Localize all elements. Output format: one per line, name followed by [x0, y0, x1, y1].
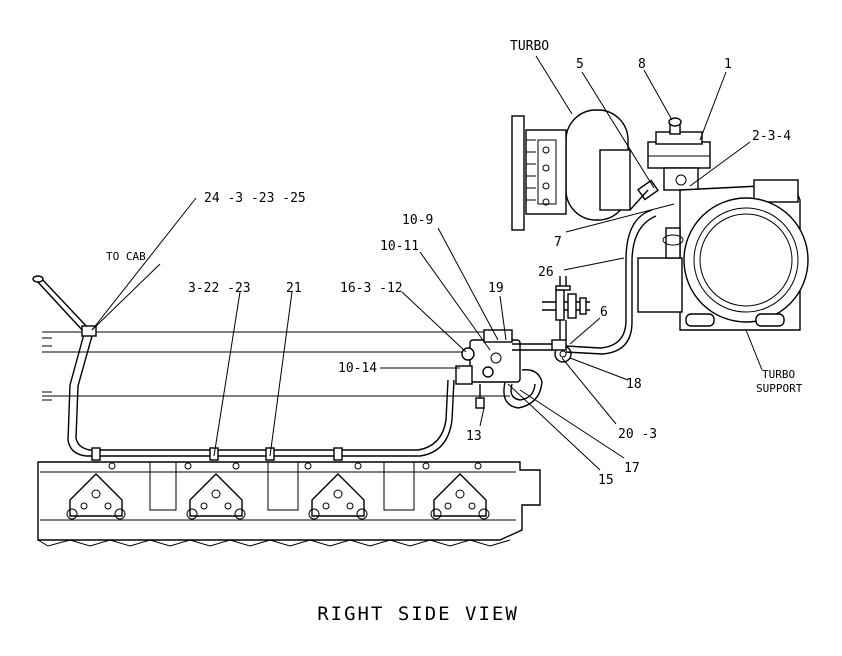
callout-8: 8: [638, 57, 646, 72]
injector-bracket-1: [66, 473, 126, 520]
callout-10-11: 10-11: [380, 239, 419, 254]
callout-18: 18: [626, 377, 642, 392]
callout-10-14: 10-14: [338, 361, 377, 376]
injector-bracket-3: [308, 473, 368, 520]
callout-2-3-4: 2-3-4: [752, 129, 791, 144]
callout-17: 17: [624, 461, 640, 476]
note-turbo-support-line2: SUPPORT: [756, 382, 803, 395]
callout-10-9: 10-9: [402, 213, 433, 228]
callout-15: 15: [598, 473, 614, 488]
callout-26: 26: [538, 265, 554, 280]
callout-20-3: 20 -3: [618, 427, 657, 442]
elbow-fitting: [551, 339, 572, 363]
callout-16-3-12: 16-3 -12: [340, 281, 403, 296]
hose-26: [565, 209, 657, 355]
turbocharger: [511, 109, 631, 231]
callout-3-22-23: 3-22 -23: [188, 281, 251, 296]
callout-21: 21: [286, 281, 302, 296]
shaft-assembly: [542, 276, 590, 340]
view-title: RIGHT SIDE VIEW: [317, 603, 519, 625]
engine-block: [37, 331, 541, 547]
callout-24-3-23-25: 24 -3 -23 -25: [204, 191, 306, 206]
note-turbo-support-line1: TURBO: [762, 368, 795, 381]
turbine-housing: [637, 179, 809, 331]
callout-19: 19: [488, 281, 504, 296]
callout-7: 7: [554, 235, 562, 250]
leader-lines: [91, 55, 763, 471]
callout-6: 6: [600, 305, 608, 320]
callout-5: 5: [576, 57, 584, 72]
callout-1: 1: [724, 57, 732, 72]
tube-assembly: [67, 333, 455, 461]
note-turbo: TURBO: [510, 39, 549, 54]
injector-bracket-2: [186, 473, 246, 520]
tube-to-cab: [32, 275, 97, 337]
injector-bracket-4: [430, 473, 490, 520]
note-to-cab: TO CAB: [106, 250, 146, 263]
callout-13: 13: [466, 429, 482, 444]
wastegate-actuator: [629, 117, 711, 211]
